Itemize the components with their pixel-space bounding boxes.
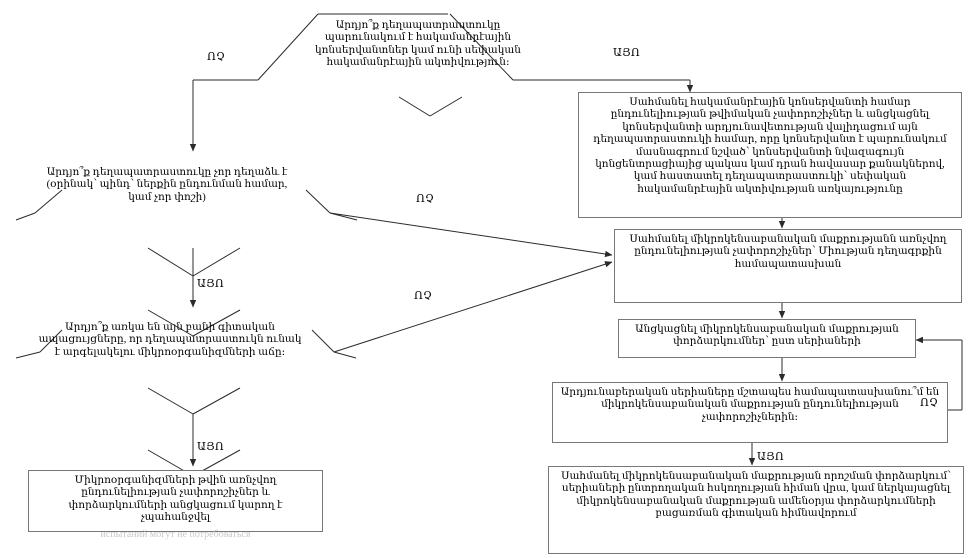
node-action-purity-criteria-text: Սահմանել միկրոկենսաբանական մաքրությանն ա…	[629, 234, 947, 270]
node-result-no-testing-required: Միկրոօրգանիզմների թվին առնչվող ընդունելի…	[28, 470, 323, 540]
node-question-dry-form-text: Արդյո՞ք դեղապատրաստուկը չոր դեղաձև է (օր…	[46, 167, 288, 203]
edge-label-r4-yes: ԱՅՈ	[757, 451, 784, 463]
node-action-purity-criteria: Սահմանել միկրոկենսաբանական մաքրությանն ա…	[614, 229, 962, 303]
edge-label-q1-yes: ԱՅՈ	[613, 47, 640, 59]
edge-label-q1-no: ՈՉ	[207, 51, 226, 63]
node-question-batches-conform: Արդյունաբերական սերիաները մշտապես համապա…	[552, 382, 948, 443]
edge-label-q2-yes: ԱՅՈ	[197, 278, 224, 290]
node-result-russian-remnant-text: испытаний могут не потребоваться	[100, 528, 251, 540]
node-action-preservative-criteria: Սահմանել հակամանրէային կոնսերվանտի համար…	[578, 92, 962, 218]
edge-label-q2-no: ՈՉ	[416, 193, 435, 205]
edge-label-q3-yes: ԱՅՈ	[197, 441, 224, 453]
node-result-no-testing-required-text: Միկրոօրգանիզմների թվին առնչվող ընդունելի…	[68, 475, 283, 524]
node-question-scientific-evidence: Արդյո՞ք առկա են այն բանի գիտական ապացույ…	[30, 318, 310, 363]
edge-label-r4-no: ՈՉ	[920, 397, 939, 409]
node-question-dry-form: Արդյո՞ք դեղապատրաստուկը չոր դեղաձև է (օր…	[28, 163, 306, 208]
node-action-batch-testing-text: Անցկացնել միկրոկենսաբանական մաքրության փ…	[635, 324, 899, 348]
node-action-batch-testing: Անցկացնել միկրոկենսաբանական մաքրության փ…	[618, 319, 916, 358]
node-action-skip-lot-testing-text: Սահմանել միկրոկենսաբանական մաքրության որ…	[561, 471, 951, 520]
node-question-preservative: Արդյո՞ք դեղապատրաստուկը պարունակում է հա…	[292, 16, 544, 74]
node-action-preservative-criteria-text: Սահմանել հակամանրէային կոնսերվանտի համար…	[593, 97, 947, 195]
edge-label-q3-no: ՈՉ	[414, 290, 433, 302]
node-question-batches-conform-text: Արդյունաբերական սերիաները մշտապես համապա…	[560, 387, 940, 423]
node-question-preservative-text: Արդյո՞ք դեղապատրաստուկը պարունակում է հա…	[315, 20, 521, 69]
node-action-skip-lot-testing: Սահմանել միկրոկենսաբանական մաքրության որ…	[548, 466, 964, 554]
node-question-scientific-evidence-text: Արդյո՞ք առկա են այն բանի գիտական ապացույ…	[38, 322, 302, 358]
